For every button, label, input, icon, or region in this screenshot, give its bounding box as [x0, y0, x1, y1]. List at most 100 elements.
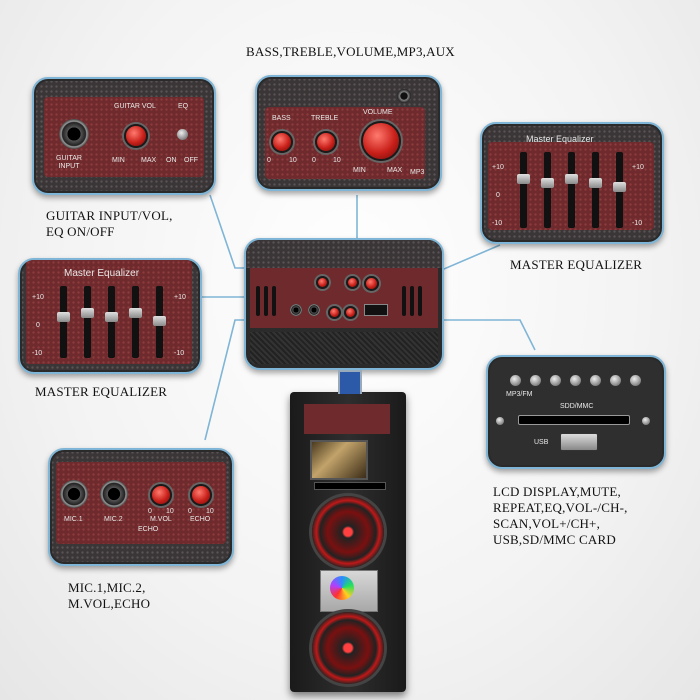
mp3-label: Mp3 [410, 169, 425, 176]
treble-ten-label: 10 [333, 157, 341, 164]
guitar-panel: GUITAR INPUT GUITAR VOL Min Max EQ ON OF… [32, 77, 216, 195]
eq-right-scale-bottom: -10 [492, 220, 503, 227]
mic-panel: MIC.1 MIC.2 0 10 0 10 M.VOL ECHO ECHO [48, 448, 234, 566]
center-knob-2[interactable] [346, 276, 359, 289]
bass-label: BASS [272, 115, 291, 122]
eq-right-band-1[interactable] [517, 152, 530, 228]
treble-knob[interactable] [315, 131, 337, 153]
mic1-jack[interactable] [60, 480, 88, 508]
repeat-button[interactable] [550, 375, 561, 386]
eq-right-band-2[interactable] [541, 152, 554, 228]
center-knob-3[interactable] [364, 276, 379, 291]
aux-jack-icon[interactable] [397, 89, 411, 103]
eq-right-title: Master Equalizer [526, 134, 594, 144]
eq-off-label: OFF [184, 157, 198, 164]
center-knob-5[interactable] [344, 306, 357, 319]
eq-left-title: Master Equalizer [64, 268, 140, 279]
usb-port[interactable] [560, 433, 598, 451]
media-right-screw-icon [642, 417, 650, 425]
center-strip-top [246, 240, 442, 268]
mp3-fm-label: MP3/FM [506, 391, 533, 398]
eq-left-scale-top-r: +10 [174, 294, 186, 301]
eq-left-band-2[interactable] [81, 286, 94, 358]
center-media-slot[interactable] [364, 304, 388, 316]
caption-lcd: LCD DISPLAY,MUTE, REPEAT,EQ,VOL-/CH-, SC… [493, 484, 628, 547]
mic2-jack[interactable] [100, 480, 128, 508]
eq-left-band-1[interactable] [57, 286, 70, 358]
mic1-label: MIC.1 [64, 516, 83, 523]
eq-on-label: ON [166, 157, 177, 164]
center-eq-right-1[interactable] [402, 286, 406, 316]
eq-right-scale-mid: 0 [496, 192, 500, 199]
mvol-zero-label: 0 [148, 508, 152, 515]
volume-knob[interactable] [361, 121, 401, 161]
center-strip-grille [250, 332, 438, 364]
sd-card-slot[interactable] [518, 415, 630, 425]
center-jack-1[interactable] [290, 304, 302, 316]
echo-bar-label: ECHO [138, 526, 159, 533]
caption-mic: MIC.1,MIC.2, M.VOL,ECHO [68, 580, 151, 611]
eq-right-scale-top: +10 [492, 164, 504, 171]
guitar-input-jack[interactable] [59, 119, 89, 149]
tower-woofer-top [312, 496, 384, 568]
center-control-strip [244, 238, 444, 370]
bass-knob[interactable] [271, 131, 293, 153]
speaker-tower [290, 370, 406, 692]
center-knob-1[interactable] [316, 276, 329, 289]
echo-ten-label: 10 [206, 508, 214, 515]
center-knob-4[interactable] [328, 306, 341, 319]
guitar-vol-label: GUITAR VOL [114, 103, 156, 110]
center-eq-left-1[interactable] [256, 286, 260, 316]
treble-zero-label: 0 [312, 157, 316, 164]
scan-button[interactable] [610, 375, 621, 386]
guitar-min-label: Min [112, 157, 125, 164]
tower-lcd-screen [310, 440, 368, 480]
media-left-screw-icon [496, 417, 504, 425]
center-eq-right-2[interactable] [410, 286, 414, 316]
mp3-fm-button[interactable] [510, 375, 521, 386]
usb-label: USB [534, 439, 549, 446]
volume-label: VOLUME [363, 109, 393, 116]
guitar-vol-knob[interactable] [124, 124, 148, 148]
eq-right-band-3[interactable] [565, 152, 578, 228]
bass-zero-label: 0 [267, 157, 271, 164]
vol-minus-button[interactable] [590, 375, 601, 386]
eq-right-band-5[interactable] [613, 152, 626, 228]
guitar-input-label: GUITAR INPUT [56, 155, 82, 170]
tone-panel: BASS 0 10 TREBLE 0 10 VOLUME MIN MAX Mp3 [255, 75, 442, 191]
eq-left-scale-mid: 0 [36, 322, 40, 329]
center-eq-left-2[interactable] [264, 286, 268, 316]
caption-guitar: GUITAR INPUT/VOL, EQ ON/OFF [46, 208, 173, 239]
eq-button[interactable] [570, 375, 581, 386]
media-panel: MP3/FM SDD/MMC USB [486, 355, 666, 469]
volume-min-label: MIN [353, 167, 366, 174]
eq-right-scale-top-r: +10 [632, 164, 644, 171]
bass-ten-label: 10 [289, 157, 297, 164]
volume-max-label: MAX [387, 167, 403, 174]
tower-top-panel [304, 404, 390, 434]
vol-plus-button[interactable] [630, 375, 641, 386]
mvol-label: M.VOL [150, 516, 172, 523]
center-jack-2[interactable] [308, 304, 320, 316]
eq-left-band-4[interactable] [129, 286, 142, 358]
eq-label: EQ [178, 103, 189, 110]
mvol-ten-label: 10 [166, 508, 174, 515]
tower-slot[interactable] [314, 482, 386, 490]
center-eq-right-3[interactable] [418, 286, 422, 316]
eq-panel-left: Master Equalizer +10 0 -10 +10 -10 [18, 258, 202, 374]
eq-switch-button[interactable] [177, 129, 188, 140]
mute-button[interactable] [530, 375, 541, 386]
tower-handle[interactable] [338, 370, 362, 394]
center-eq-left-3[interactable] [272, 286, 276, 316]
eq-right-band-4[interactable] [589, 152, 602, 228]
mvol-knob[interactable] [150, 484, 172, 506]
eq-left-band-3[interactable] [105, 286, 118, 358]
eq-left-scale-bottom: -10 [32, 350, 43, 357]
eq-left-band-5[interactable] [153, 286, 166, 358]
eq-left-scale-top: +10 [32, 294, 44, 301]
echo-zero-label: 0 [188, 508, 192, 515]
echo-knob[interactable] [190, 484, 212, 506]
tower-woofer-bottom [312, 612, 384, 684]
eq-panel-right: Master Equalizer +10 0 -10 +10 -10 [480, 122, 664, 244]
echo-knob-label: ECHO [190, 516, 211, 523]
